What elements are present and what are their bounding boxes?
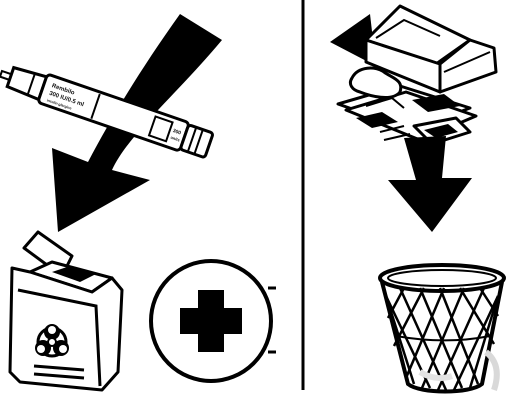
wastebasket-icon xyxy=(380,265,504,392)
left-panel: Rembilo 300 IU/0.5 ml insulin glargine 3… xyxy=(0,14,276,390)
arrow-down-icon xyxy=(388,136,472,232)
right-panel xyxy=(330,6,504,392)
sharps-container-icon xyxy=(10,232,122,390)
pharmacy-cross-icon xyxy=(151,261,276,381)
